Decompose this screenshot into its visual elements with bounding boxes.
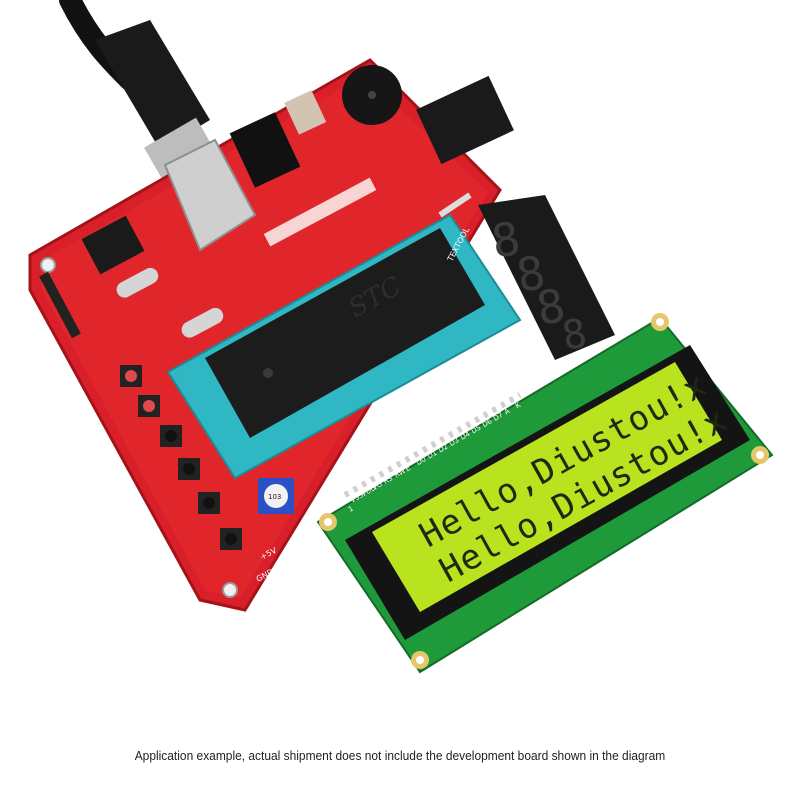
lcd-pin-label: D7 [492, 411, 505, 423]
mount-hole [222, 582, 238, 598]
zif-socket: STC TEXTOOL [166, 192, 522, 480]
caption: Application example, actual shipment doe… [134, 748, 666, 763]
lcd-pin-label: D1 [426, 449, 439, 461]
lcd-pin-label: K [514, 401, 522, 410]
lcd-pin-1-label: 1 [347, 505, 355, 514]
mount-hole [40, 257, 56, 273]
lcd-screen [372, 362, 722, 612]
lcd-pin-label: D0 [415, 455, 428, 467]
lcd-header-pins [343, 392, 522, 498]
lcd-pin-16-label: 16 [532, 378, 544, 390]
push-buttons [120, 365, 242, 550]
pot-label: 103 [268, 493, 281, 501]
led-row [263, 177, 377, 247]
lcd-pin-label: E [404, 464, 412, 473]
lcd-pin-label: D3 [448, 436, 461, 448]
seven-segment-display: 8 8 8 8 [478, 195, 615, 360]
lcd-pin-label: A [503, 407, 511, 416]
lcd-pin-label: D5 [470, 424, 483, 436]
lcd-pin-label: RS [382, 474, 395, 486]
potentiometer: 103 [258, 478, 294, 514]
usb-cable [59, 0, 216, 183]
lcd-pin-label: D2 [437, 442, 450, 454]
